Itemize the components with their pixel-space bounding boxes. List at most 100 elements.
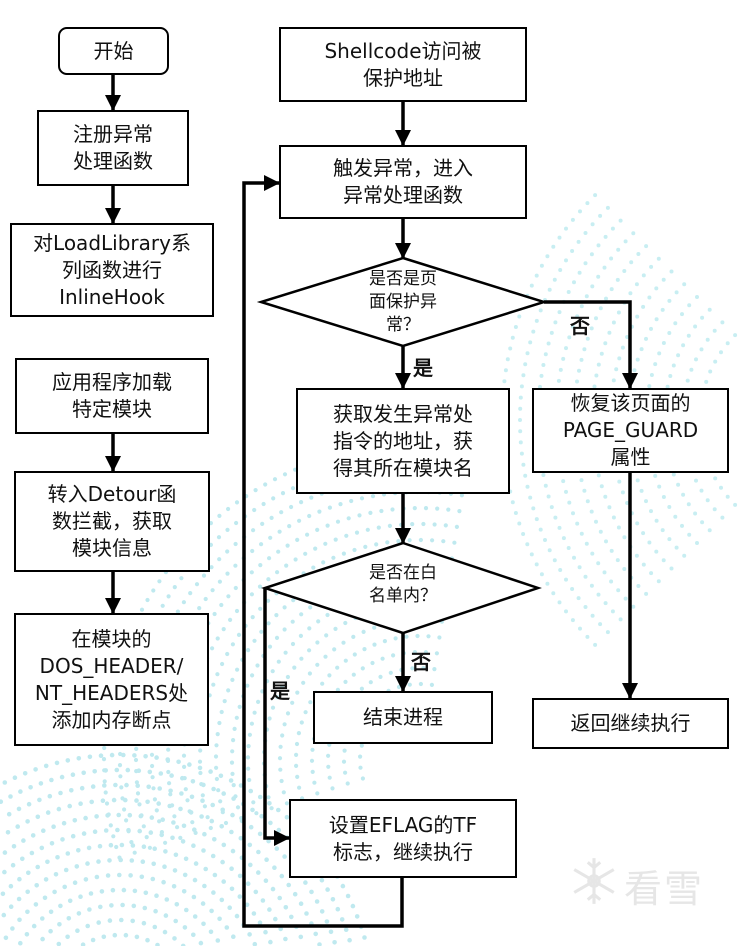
background-dot [598, 622, 603, 627]
background-dot [634, 553, 639, 558]
background-dot [227, 905, 232, 910]
background-dot [188, 810, 194, 815]
background-dot [725, 494, 730, 499]
background-dot [112, 932, 118, 938]
background-dot [278, 767, 283, 772]
background-dot [294, 752, 299, 758]
background-dot [700, 315, 705, 320]
background-dot [290, 641, 296, 647]
background-dot [518, 406, 523, 411]
background-dot [188, 591, 193, 596]
background-dot [410, 522, 415, 527]
background-dot [202, 883, 207, 889]
background-dot [513, 325, 518, 329]
background-dot [123, 932, 129, 938]
background-dot [254, 811, 259, 816]
background-dot [253, 488, 258, 493]
background-dot [197, 765, 203, 771]
background-dot [220, 807, 225, 813]
background-dot [117, 872, 122, 878]
background-dot [707, 307, 712, 312]
background-dot [531, 506, 536, 511]
background-dot [221, 627, 226, 632]
background-dot [579, 357, 584, 362]
background-dot [125, 767, 131, 773]
background-dot [181, 753, 187, 758]
background-dot [85, 923, 90, 929]
background-dot [382, 639, 387, 644]
background-dot [141, 920, 147, 926]
background-dot [232, 726, 237, 732]
background-dot [157, 819, 162, 824]
background-dot [86, 845, 92, 851]
background-dot [299, 500, 304, 505]
background-dot [585, 499, 590, 504]
background-dot [57, 922, 62, 927]
background-dot [260, 898, 266, 903]
background-dot [176, 759, 181, 765]
background-dot [360, 776, 365, 781]
background-dot [65, 758, 71, 763]
background-dot [390, 507, 395, 512]
background-dot [657, 351, 662, 356]
background-dot [230, 771, 235, 777]
background-dot [97, 843, 103, 849]
background-dot [576, 239, 581, 244]
background-dot [266, 621, 271, 626]
background-dot [704, 379, 709, 384]
background-dot [313, 546, 318, 551]
background-dot [74, 864, 80, 869]
background-dot [228, 778, 234, 783]
background-dot [653, 473, 658, 478]
background-dot [178, 806, 183, 812]
background-dot [139, 874, 145, 880]
background-dot [589, 583, 594, 588]
app-load-module-node: 应用程序加载 特定模块 [15, 358, 209, 434]
background-dot [209, 565, 214, 570]
background-dot [166, 769, 171, 775]
background-dot [25, 819, 30, 824]
background-dot [35, 814, 41, 820]
background-dot [323, 654, 328, 659]
background-dot [564, 346, 568, 351]
background-dot [281, 790, 286, 795]
background-dot [351, 672, 356, 677]
background-dot [441, 539, 446, 544]
background-dot [201, 573, 207, 578]
background-dot [609, 287, 614, 292]
background-dot [603, 601, 608, 606]
background-dot [41, 828, 46, 833]
background-dot [326, 764, 331, 769]
background-dot [713, 359, 718, 364]
background-dot [76, 756, 82, 761]
background-dot [245, 755, 251, 760]
background-dot [603, 234, 608, 239]
background-dot [180, 839, 186, 844]
background-dot [210, 588, 215, 593]
background-dot [116, 812, 121, 818]
background-dot [103, 768, 108, 773]
background-dot [598, 213, 603, 218]
background-dot [534, 273, 539, 278]
background-dot [266, 838, 271, 844]
background-dot [282, 627, 287, 632]
background-dot [594, 373, 599, 378]
background-dot [283, 650, 288, 655]
background-dot [34, 883, 39, 888]
background-dot [457, 509, 462, 514]
background-dot [370, 660, 375, 666]
background-dot [605, 630, 610, 635]
background-dot [98, 753, 104, 758]
background-dot [181, 600, 186, 605]
background-dot [513, 511, 518, 515]
background-dot [137, 828, 142, 834]
background-dot [393, 636, 398, 641]
background-dot [250, 615, 255, 620]
background-dot [354, 530, 360, 535]
background-dot [685, 378, 690, 383]
background-dot [343, 658, 348, 663]
background-dot [529, 283, 534, 288]
background-dot [181, 889, 187, 894]
background-dot [611, 515, 616, 520]
background-dot [292, 891, 298, 897]
